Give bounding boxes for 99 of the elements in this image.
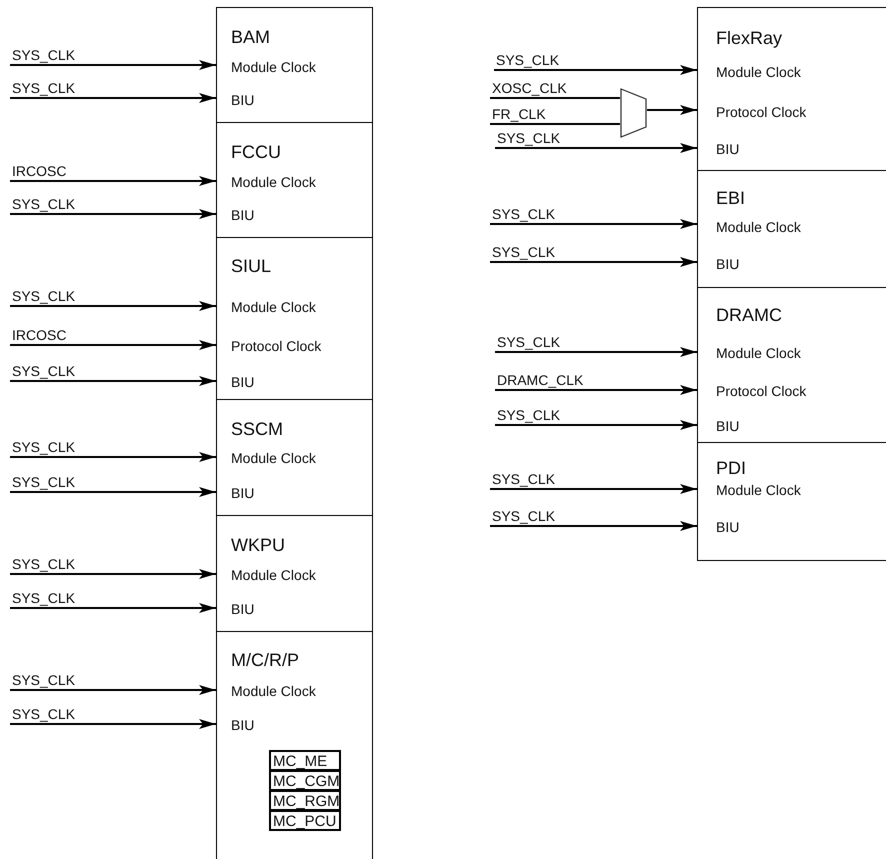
clock-input-label: Module Clock [716, 220, 801, 234]
clock-input-label: Module Clock [231, 568, 316, 582]
signal-name: SYS_CLK [491, 245, 556, 259]
arrow [490, 257, 697, 267]
arrow [647, 105, 697, 115]
arrow [10, 685, 216, 695]
module-name: M/C/R/P [231, 651, 300, 669]
module-box [216, 631, 373, 859]
clock-input-label: BIU [231, 208, 254, 222]
module-name: SIUL [231, 257, 272, 275]
clock-input-label: Protocol Clock [231, 339, 322, 353]
module-box [216, 237, 373, 400]
signal-name: SYS_CLK [11, 673, 76, 687]
module-name: DRAMC [716, 306, 782, 324]
arrow [10, 301, 216, 311]
clock-input-label: Module Clock [716, 346, 801, 360]
signal-name: SYS_CLK [496, 131, 562, 145]
clock-input-label: BIU [231, 93, 254, 107]
signal-line [490, 123, 620, 125]
module-box [216, 122, 373, 238]
signal-name: SYS_CLK [11, 557, 76, 571]
clock-input-label: Module Clock [231, 451, 316, 465]
arrow [10, 719, 216, 729]
arrow [10, 569, 216, 579]
clock-input-label: Module Clock [716, 65, 801, 79]
signal-name: SYS_CLK [11, 707, 76, 721]
signal-line [490, 97, 620, 99]
clock-input-label: BIU [231, 602, 254, 616]
signal-name: SYS_CLK [496, 335, 562, 349]
signal-name: SYS_CLK [495, 53, 560, 67]
signal-name: SYS_CLK [11, 591, 76, 605]
signal-name: SYS_CLK [11, 289, 76, 303]
register-name: MC_CGM [273, 774, 340, 789]
arrow [495, 347, 697, 357]
signal-name: SYS_CLK [11, 81, 76, 95]
arrow [10, 60, 216, 70]
arrow [10, 376, 216, 386]
arrow [10, 93, 216, 103]
signal-name: FR_CLK [491, 107, 547, 121]
signal-name: SYS_CLK [11, 475, 76, 489]
clock-input-label: BIU [716, 520, 740, 534]
clock-input-label: BIU [231, 486, 254, 500]
module-name: EBI [716, 189, 746, 207]
module-box [697, 442, 886, 561]
signal-name: SYS_CLK [496, 408, 562, 422]
signal-name: DRAMC_CLK [496, 373, 584, 387]
arrow [10, 603, 216, 613]
arrow [495, 385, 697, 395]
module-name: SSCM [231, 420, 284, 438]
register-box [269, 770, 341, 791]
clock-input-label: Protocol Clock [716, 105, 806, 119]
module-name: FCCU [231, 143, 281, 161]
arrow [490, 219, 697, 229]
signal-name: IRCOSC [11, 328, 68, 342]
signal-name: SYS_CLK [11, 364, 76, 378]
signal-name: SYS_CLK [11, 440, 76, 454]
clock-input-label: Module Clock [716, 483, 801, 497]
multiplexer-symbol [620, 88, 647, 138]
clock-input-label: BIU [716, 142, 740, 156]
signal-name: SYS_CLK [491, 207, 556, 221]
module-box [697, 7, 886, 171]
signal-name: SYS_CLK [491, 509, 556, 523]
arrow [10, 176, 216, 186]
clock-input-label: BIU [716, 257, 740, 271]
arrow [494, 65, 697, 75]
signal-name: IRCOSC [11, 164, 68, 178]
arrow [10, 487, 216, 497]
signal-name: SYS_CLK [11, 48, 76, 62]
register-box [269, 810, 341, 831]
arrow [490, 521, 697, 531]
module-box [216, 515, 373, 632]
clock-input-label: BIU [716, 419, 740, 433]
arrow [10, 340, 216, 350]
arrow [10, 452, 216, 462]
clock-input-label: Module Clock [231, 300, 316, 314]
clock-input-label: Protocol Clock [716, 384, 806, 398]
signal-name: XOSC_CLK [491, 81, 568, 95]
module-name: BAM [231, 28, 270, 46]
register-box [269, 750, 341, 771]
signal-name: SYS_CLK [11, 197, 76, 211]
module-name: FlexRay [716, 29, 782, 47]
clock-input-label: Module Clock [231, 175, 316, 189]
module-name: PDI [716, 459, 746, 477]
module-box [216, 7, 373, 123]
arrow [10, 209, 216, 219]
register-name: MC_PCU [273, 814, 336, 829]
clock-input-label: Module Clock [231, 60, 316, 74]
module-box [216, 399, 373, 516]
clock-input-label: Module Clock [231, 684, 316, 698]
arrow [495, 420, 697, 430]
register-box [269, 790, 341, 811]
arrow [495, 143, 697, 153]
module-name: WKPU [231, 536, 285, 554]
register-name: MC_ME [273, 754, 328, 769]
clock-input-label: BIU [231, 718, 254, 732]
signal-name: SYS_CLK [491, 472, 556, 486]
arrow [490, 484, 697, 494]
clock-input-label: BIU [231, 375, 254, 389]
register-name: MC_RGM [273, 794, 340, 809]
